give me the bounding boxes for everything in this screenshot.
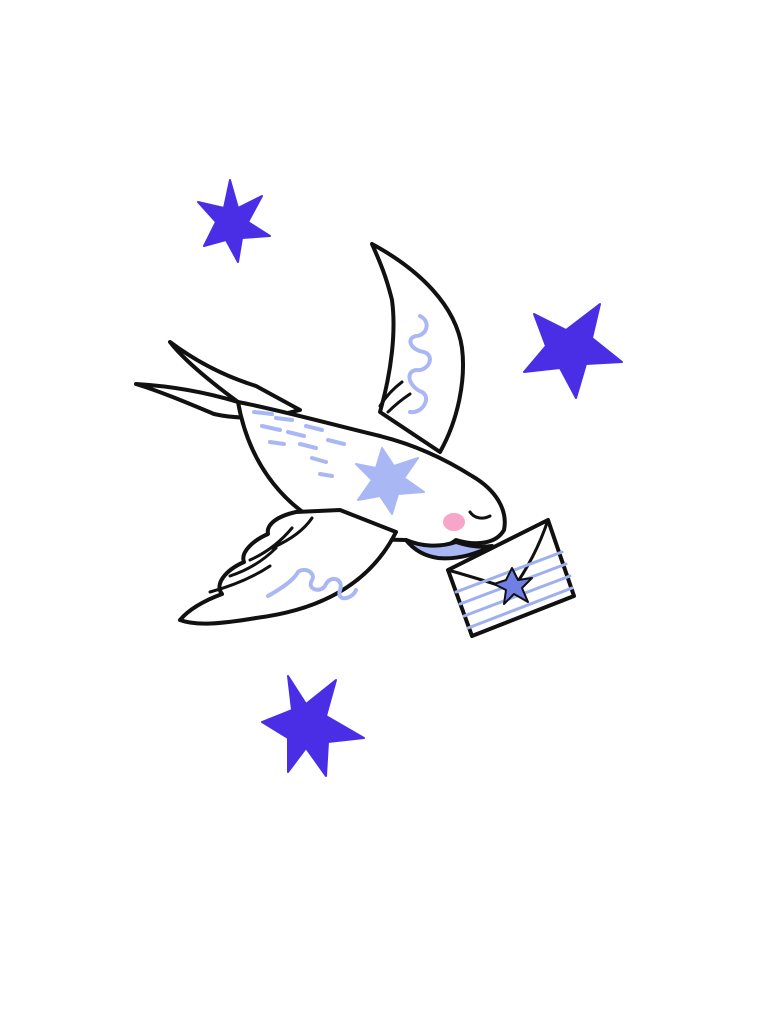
- star-icon: [523, 303, 623, 399]
- star-icon: [355, 447, 425, 515]
- bird-lower-wing: [178, 508, 398, 626]
- star-icon: [261, 675, 365, 777]
- bird-eye: [468, 510, 492, 520]
- star-icon: [197, 179, 271, 263]
- wing-feather-strokes: [208, 380, 412, 594]
- envelope-seal-star-icon: [493, 567, 533, 605]
- wing-swirl-decoration: [266, 314, 432, 601]
- bird-tail: [134, 340, 302, 420]
- bird-cheek: [443, 513, 465, 531]
- bird-upper-wing: [370, 242, 466, 454]
- body-dash-decoration: [252, 410, 346, 478]
